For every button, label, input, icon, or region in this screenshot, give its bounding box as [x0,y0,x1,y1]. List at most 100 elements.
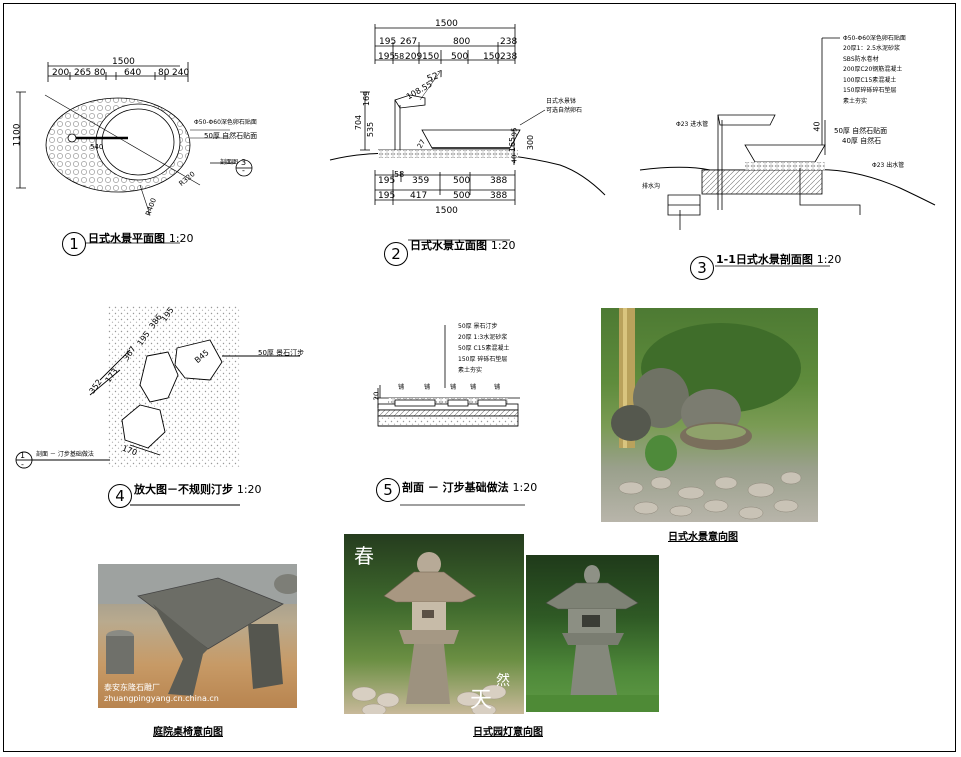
water-feature-caption: 日式水景意向图 [668,532,738,543]
found-top-4: 铺 [470,384,477,391]
section-title: 1-1日式水景剖面图 1:20 [716,253,842,266]
plan-dim-6: 240 [172,68,190,78]
section-callout-stone-50: 50厚 自然石贴面 [834,127,888,135]
section-layer-3: SBS防水卷材 [843,56,879,63]
garden-table-caption: 庭院桌椅意向图 [153,727,223,738]
step-mark-number: 1 [20,451,26,460]
section-layer-2: 20厚1：2.5水泥砂浆 [843,45,900,52]
elev-bdim-r2-2: 417 [410,191,428,201]
elev-bdim-r1-3: 359 [412,176,430,186]
step-title: 放大图－不规则汀步 1:20 [134,483,262,496]
found-title-number: 5 [376,478,400,502]
step-mark-sheet: - [21,460,24,469]
found-left-dim: 20 [372,391,381,401]
elev-dim-r2-7: 238 [500,52,518,62]
plan-section-number: 3 [241,158,247,167]
lantern-photo-1: 春 天 然 [344,534,524,714]
elev-dim-r1-4: 238 [500,37,518,47]
elev-dim-total: 1500 [435,19,458,29]
elev-left-dim-3: 535 [366,121,376,138]
lantern-watermark-3: 然 [496,673,510,689]
section-callout-drain: 排水沟 [642,183,661,190]
step-mark-text: 剖面 － 汀步基础做法 [36,451,94,458]
foundation-drawing [375,325,525,506]
elev-dim-r2-2: 58 [394,52,405,61]
elev-dim-r1-3: 800 [453,37,471,47]
plan-inner-dim: 540 [90,143,104,151]
section-callout-inlet: Φ23 进水管 [676,121,709,128]
step-callout: 50厚 景石汀步 [258,349,305,357]
garden-table-illustration [98,564,297,696]
elev-bdim-r2-3: 500 [453,191,471,201]
lanterns-caption: 日式园灯意向图 [473,727,543,738]
elev-bdim-r1-2: 58 [394,170,405,179]
elev-dim-r2-6: 150 [483,52,501,62]
elev-title-number: 2 [384,242,408,266]
plan-drawing [16,62,253,244]
found-layer-4: 150厚 碎砾石垫层 [458,356,508,363]
found-top-5: 铺 [494,384,501,391]
elev-title: 日式水景立面图 1:20 [410,239,516,252]
section-title-number: 3 [690,256,714,280]
section-layer-6: 150厚碎砾碎石垫层 [843,87,897,94]
elevation-drawing [329,24,606,241]
elev-right-dim-4: 40 [510,154,519,164]
elev-bdim-r1-1: 195 [378,176,396,186]
elev-right-dim-3: 95 [510,127,519,137]
water-feature-photo [601,308,818,522]
elev-dim-r2-5: 500 [451,52,469,62]
lantern-photo-2 [526,555,659,712]
elev-right-dim-1: 165 [508,136,518,153]
elev-bdim-r1-4: 500 [453,176,471,186]
elev-bdim-total: 1500 [435,206,458,216]
elev-bdim-r1-5: 388 [490,176,508,186]
step-title-number: 4 [108,484,132,508]
elev-dim-r2-3: 209 [405,52,423,62]
plan-dim-5: 80 [158,68,170,78]
garden-table-watermark-1: 泰安东隆石雕厂 [104,683,160,692]
plan-title-number: 1 [62,232,86,256]
plan-dim-total: 1500 [112,57,135,67]
elev-callout-1: 日式水景钵 [546,98,577,105]
plan-callout-2: 50厚 自然石贴面 [204,132,258,140]
elev-right-dim-2: 300 [526,134,536,151]
section-callout-stone-40: 40厚 自然石 [842,137,882,145]
elev-bdim-r2-1: 195 [378,191,396,201]
stepping-drawing [15,305,300,506]
found-layer-3: 50厚 C15素混凝土 [458,345,510,352]
lantern-watermark-2: 天 [470,688,493,713]
found-top-2: 铺 [424,384,431,391]
section-layer-1: Φ50-Φ60深色卵石贴面 [843,35,906,42]
elev-dim-r2-4: 150 [422,52,440,62]
plan-callout-1: Φ50-Φ60深色卵石贴面 [194,119,257,126]
water-feature-illustration [611,308,802,520]
found-layer-5: 素土夯实 [458,367,483,374]
lantern-watermark-1: 春 [354,544,374,568]
elev-left-dim-1: 169 [362,90,372,107]
elev-callout-2: 可选自然卵石 [546,107,583,114]
plan-section-sheet: - [242,166,245,175]
found-top-1: 铺 [398,384,405,391]
section-dim: 40 [812,121,822,132]
plan-dim-4: 640 [124,68,142,78]
elev-dim-r1-1: 195 [379,37,397,47]
lantern-illustration-2 [526,565,659,712]
plan-dim-1: 200 [52,68,70,78]
garden-table-watermark-2: zhuangpingyang.cn.china.cn [104,694,219,703]
sheet-border [3,3,956,752]
elev-left-dim-2: 704 [354,114,364,131]
section-drawing [639,37,936,267]
elev-bdim-r2-4: 388 [490,191,508,201]
elev-dim-r1-2: 267 [400,37,418,47]
plan-dim-3: 80 [94,68,106,78]
section-layer-7: 素土夯实 [843,98,868,105]
lantern-illustration-1 [351,552,507,714]
found-layer-2: 20厚 1:3水泥砂浆 [458,334,508,341]
found-title: 剖面 － 汀步基础做法 1:20 [402,481,538,494]
section-callout-outlet: Φ23 出水管 [872,162,905,169]
section-layer-4: 200厚C20钢筋混凝土 [843,66,903,73]
elev-dim-r2-1: 195 [378,52,396,62]
found-layer-1: 50厚 景石汀步 [458,323,498,330]
